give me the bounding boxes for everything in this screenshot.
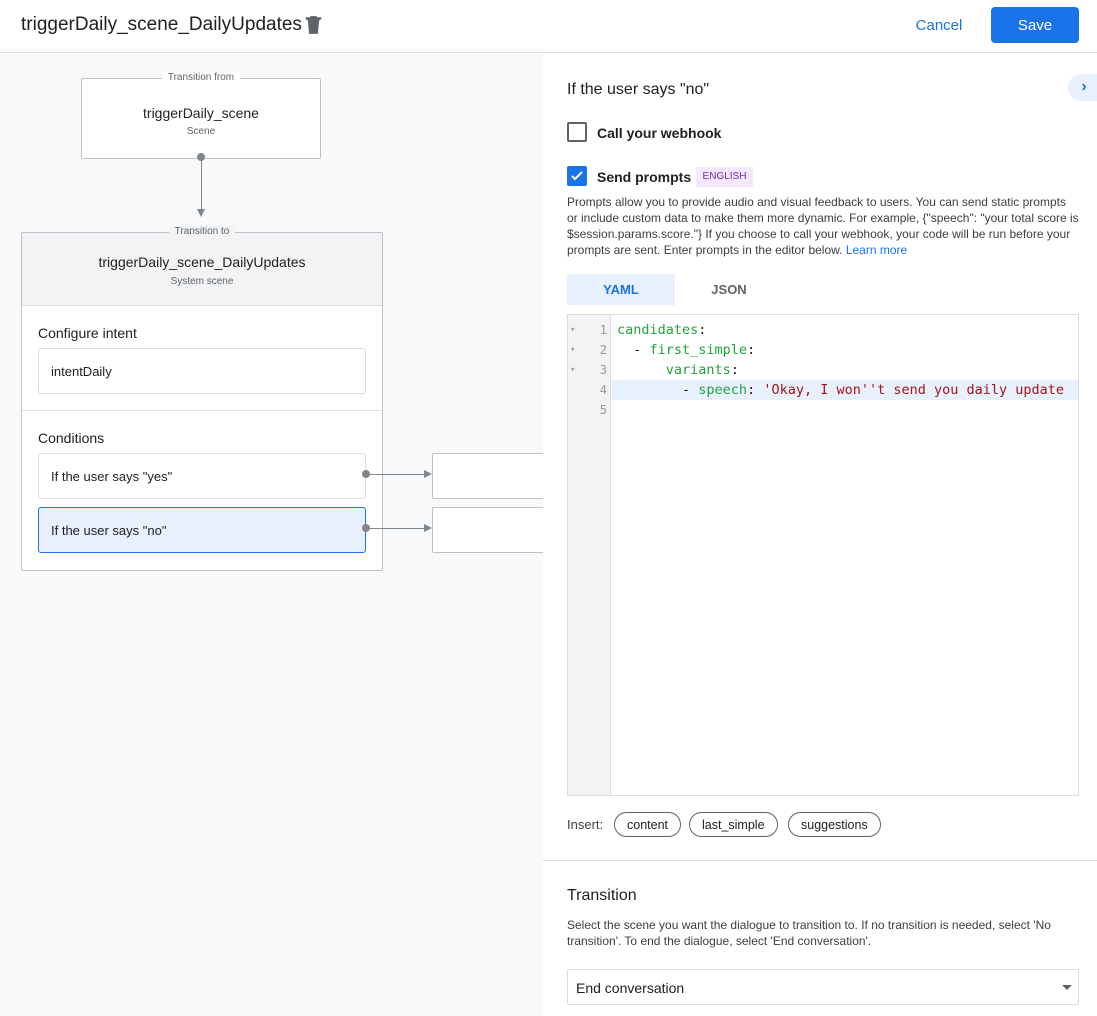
language-badge: ENGLISH: [696, 167, 753, 187]
connector-line: [366, 528, 426, 529]
condition-yes[interactable]: If the user says "yes": [38, 453, 366, 499]
code-token: variants: [665, 362, 731, 378]
code-token: candidates: [617, 322, 699, 338]
code-token: :: [747, 382, 764, 398]
scene-canvas: Transition from triggerDaily_scene Scene…: [0, 54, 543, 1016]
code-line: candidates:: [617, 320, 1064, 340]
scene-type: Scene: [186, 126, 216, 137]
fold-icon[interactable]: ▾: [570, 365, 576, 375]
code-editor[interactable]: ▾1▾2▾3 4 5 candidates: - first_simple: var…: [567, 314, 1079, 796]
fold-icon[interactable]: ▾: [570, 345, 576, 355]
code-line: variants:: [617, 360, 1064, 380]
dropdown-arrow-icon: [1062, 985, 1072, 990]
arrow-icon: [197, 209, 205, 217]
arrow-icon: [424, 470, 432, 478]
gutter: ▾1▾2▾3 4 5: [568, 315, 611, 795]
cancel-button[interactable]: Cancel: [904, 8, 974, 42]
scene-name: triggerDaily_scene_DailyUpdates: [98, 254, 306, 270]
code-token: :: [698, 322, 707, 338]
legend: Transition to: [168, 226, 236, 237]
conditions-label: Conditions: [38, 430, 105, 446]
send-prompts-label: Send prompts: [597, 169, 692, 185]
line-number: 5: [599, 403, 607, 417]
page-title: triggerDaily_scene_DailyUpdates: [21, 14, 302, 35]
code-token: first_simple: [649, 342, 748, 358]
code-token: speech: [698, 382, 748, 398]
panel-title: If the user says "no": [567, 81, 710, 98]
learn-more-link[interactable]: Learn more: [845, 243, 908, 257]
fold-icon[interactable]: ▾: [570, 325, 576, 335]
code-line: - first_simple:: [617, 340, 1064, 360]
code-token: -: [617, 342, 650, 358]
scene-name: triggerDaily_scene: [143, 105, 259, 121]
intent-field[interactable]: intentDaily: [38, 348, 366, 394]
transition-to-node: Transition to triggerDaily_scene_DailyUp…: [21, 226, 383, 571]
line-number: 4: [599, 383, 607, 397]
legend: Transition from: [161, 72, 241, 83]
condition-no[interactable]: If the user says "no": [38, 507, 366, 553]
webhook-label: Call your webhook: [597, 125, 722, 141]
scene-type: System scene: [170, 276, 234, 287]
code-token: [617, 362, 666, 378]
divider: [22, 410, 382, 411]
active-line-highlight: [612, 380, 1078, 400]
line-number: ▾2: [568, 340, 610, 360]
save-button[interactable]: Save: [991, 7, 1079, 43]
selected-value: End conversation: [576, 980, 685, 996]
code-token: -: [617, 382, 699, 398]
trash-icon[interactable]: [305, 15, 322, 35]
target-node-no[interactable]: [432, 507, 543, 553]
top-bar: triggerDaily_scene_DailyUpdates Cancel S…: [0, 0, 1097, 53]
chevron-right-icon[interactable]: ›: [1068, 74, 1097, 101]
transition-select[interactable]: End conversation: [567, 969, 1079, 1005]
insert-chip-last-simple[interactable]: last_simple: [689, 812, 778, 837]
line-number: ▾3: [568, 360, 610, 380]
tab-yaml[interactable]: YAML: [567, 274, 675, 305]
arrow-icon: [424, 524, 432, 532]
configure-intent-label: Configure intent: [38, 325, 137, 341]
webhook-checkbox[interactable]: [567, 122, 587, 142]
prompts-description: Prompts allow you to provide audio and v…: [567, 195, 1079, 257]
send-prompts-checkbox[interactable]: [567, 166, 587, 186]
insert-chip-content[interactable]: content: [614, 812, 682, 837]
connector-line: [201, 157, 202, 209]
transition-title: Transition: [567, 887, 637, 904]
transition-description: Select the scene you want the dialogue t…: [567, 918, 1051, 948]
code-token: :: [747, 342, 756, 358]
divider: [543, 860, 1097, 861]
code-line: [617, 400, 1064, 420]
code-line: - speech: 'Okay, I won''t send you daily…: [617, 380, 1064, 400]
insert-label: Insert:: [567, 817, 604, 832]
check-icon: [571, 171, 583, 181]
connector-line: [366, 474, 426, 475]
transition-from-node[interactable]: Transition from triggerDaily_scene Scene: [81, 72, 321, 159]
target-node-yes[interactable]: [432, 453, 543, 499]
code-token: 'Okay, I won''t send you daily update: [763, 382, 1065, 398]
tab-json[interactable]: JSON: [711, 282, 747, 297]
condition-panel: If the user says "no" › Call your webhoo…: [543, 54, 1097, 1016]
insert-chip-suggestions[interactable]: suggestions: [788, 812, 881, 837]
code-token: :: [730, 362, 739, 378]
line-number: ▾1: [568, 320, 610, 340]
